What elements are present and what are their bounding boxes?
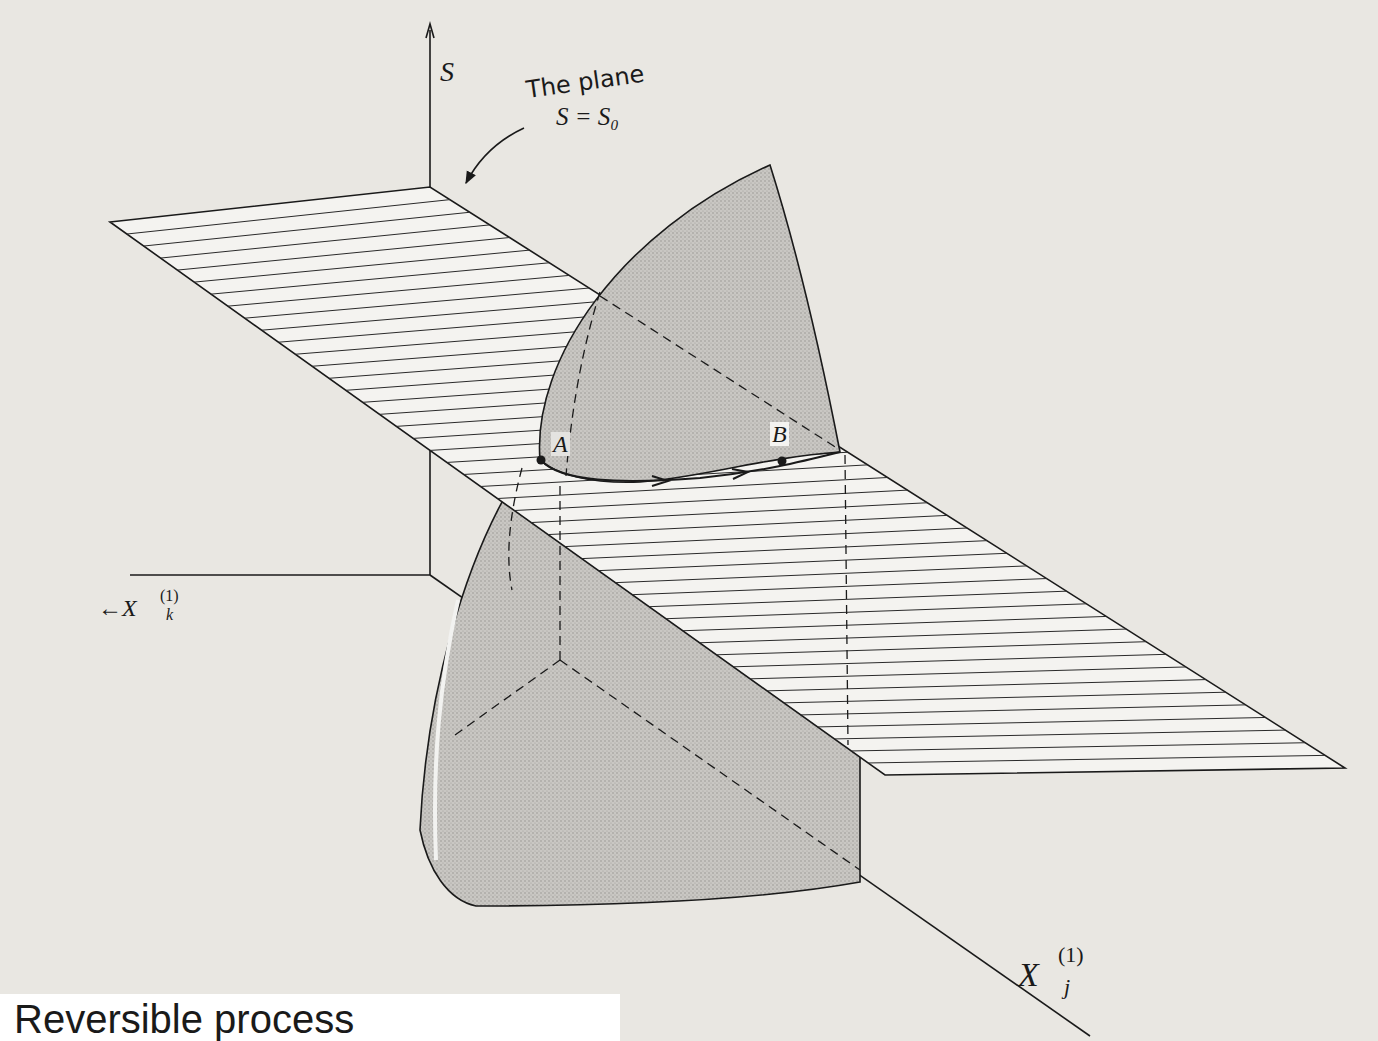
hatch-line [599, 553, 1007, 570]
hatch-line [700, 629, 1127, 643]
hatch-line [733, 654, 1166, 666]
hatch-line [615, 566, 1026, 583]
hatch-line [498, 478, 888, 499]
process-curve [541, 452, 840, 481]
hatch-line [144, 212, 470, 246]
axis-label: S [440, 58, 454, 86]
axis-label: ←X [98, 596, 137, 620]
state-point [778, 457, 787, 466]
hatch-line [649, 591, 1066, 607]
process-arrow [652, 476, 668, 486]
hatch-line [868, 755, 1325, 763]
hatch-line [767, 680, 1206, 691]
axis-label: (1) [160, 588, 179, 604]
hidden-lines-upper [566, 292, 840, 476]
hatch-line [194, 250, 529, 282]
axis-label: X [1018, 958, 1039, 992]
axis-label: (1) [1058, 944, 1084, 966]
point-label: B [770, 422, 789, 446]
hatch-line [262, 301, 609, 331]
hatch-line [514, 490, 907, 510]
surface-highlight [435, 600, 458, 860]
hatch-line [161, 225, 490, 258]
hatch-line [750, 667, 1186, 679]
axis-label: k [166, 607, 173, 623]
hatch-line [834, 730, 1285, 739]
hatch-line [211, 263, 549, 294]
axis-label: The plane [525, 62, 646, 102]
state-point [537, 456, 546, 465]
surface-upper [539, 165, 840, 482]
hatch-line [683, 616, 1106, 630]
hatch-line [127, 200, 450, 234]
hatch-line [666, 604, 1086, 619]
hatch-line [851, 743, 1305, 751]
process-arrow [732, 469, 748, 479]
hatch-line [245, 288, 589, 318]
axis-label: S = S₀ [556, 104, 619, 129]
caption-box [0, 994, 620, 1041]
hatch-line [717, 642, 1147, 655]
hatch-line [801, 705, 1246, 715]
point-label: A [551, 432, 570, 456]
hatch-line [784, 692, 1226, 703]
hidden-lines [455, 455, 860, 870]
hatch-line [818, 717, 1266, 726]
hatch-line [582, 541, 987, 559]
hatch-line [632, 579, 1046, 595]
leader-line [466, 128, 524, 183]
axis-label: j [1064, 976, 1070, 998]
hatch-line [177, 238, 509, 271]
hatch-line [228, 275, 569, 306]
caption-text: Reversible process [14, 999, 354, 1039]
